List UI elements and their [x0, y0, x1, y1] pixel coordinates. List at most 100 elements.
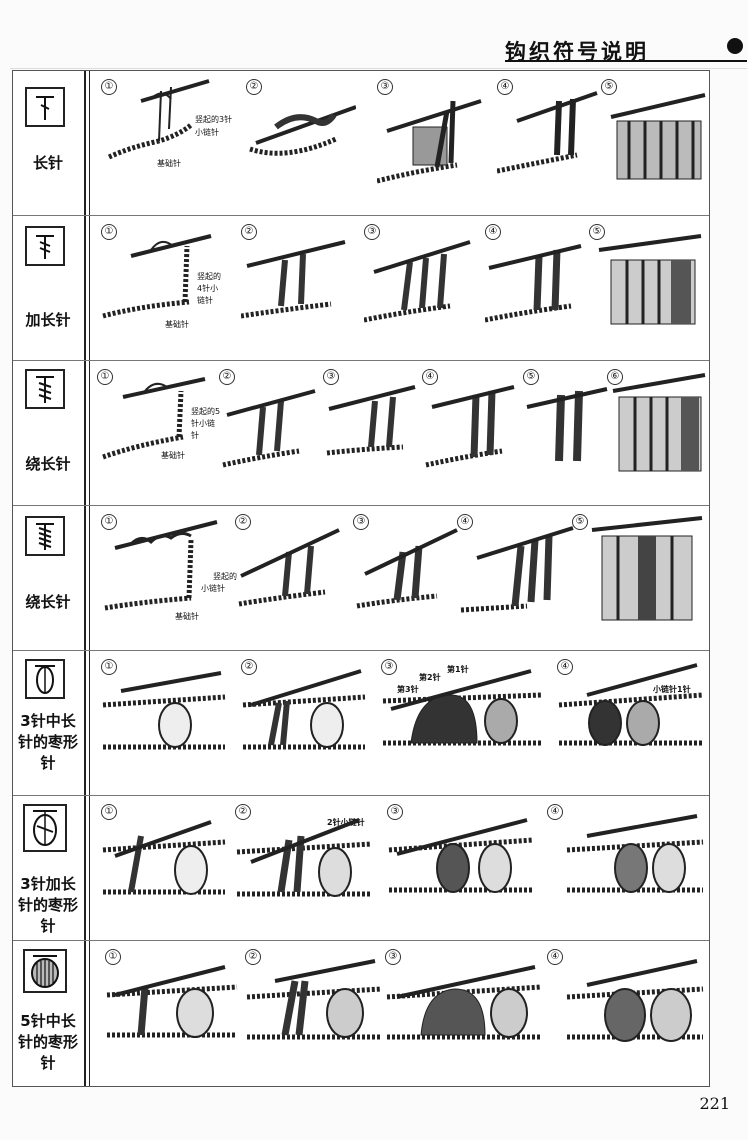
- step-3: ③: [364, 216, 474, 360]
- annotation: 小链针: [201, 584, 225, 593]
- stitch-row: 3针加长针的枣形针 ① ② 2针小链针 ③ ④: [13, 796, 709, 941]
- crochet-illustration-icon: [106, 965, 238, 1038]
- label-line: 针的枣形: [17, 733, 78, 751]
- step-3: ③: [385, 941, 545, 1086]
- step-number: ③: [364, 224, 380, 240]
- step-number: ②: [241, 224, 257, 240]
- step-number: ①: [101, 659, 117, 675]
- step-4: ④: [485, 216, 595, 360]
- step-illustrations: ① 竖起的 小链针 基础针 ② ③ ④ ⑤: [95, 506, 707, 650]
- crochet-illustration-icon: [598, 234, 702, 325]
- crochet-illustration-icon: [377, 99, 482, 184]
- puff-5-symbol-icon: [23, 949, 67, 993]
- label-line: 针的枣形: [17, 1033, 78, 1051]
- crochet-illustration-icon: [591, 516, 703, 621]
- step-number: ③: [377, 79, 393, 95]
- label-line: 针: [40, 754, 56, 772]
- puff-3-long-symbol-icon: [23, 804, 67, 852]
- step-3: ③: [387, 796, 537, 940]
- step-2: ② 2针小链针: [235, 796, 375, 940]
- label-line: 针: [40, 917, 56, 935]
- crochet-illustration-icon: [382, 669, 542, 746]
- step-4: ④: [497, 71, 607, 215]
- step-number: ④: [547, 804, 563, 820]
- crochet-illustration-icon: [425, 385, 515, 468]
- annotation: 第3针: [397, 685, 419, 694]
- step-number: ④: [457, 514, 473, 530]
- step-number: ⑥: [607, 369, 623, 385]
- label-cell: 加长针: [13, 216, 83, 360]
- step-number: ④: [557, 659, 573, 675]
- crochet-illustration-icon: [222, 389, 316, 468]
- annotation: 针: [191, 431, 199, 440]
- stitch-row: 长针 ① 竖起的3针 小链针 基础针 ② ③ ④ ⑤: [13, 71, 709, 216]
- step-number: ③: [381, 659, 397, 675]
- step-1: ①: [101, 651, 231, 795]
- label-line: 3针加长: [20, 875, 76, 893]
- treble-crochet-symbol-icon: [25, 87, 65, 127]
- crochet-illustration-icon: [388, 818, 534, 893]
- step-number: ⑤: [523, 369, 539, 385]
- crochet-illustration-icon: [242, 669, 366, 750]
- crochet-illustration-icon: [356, 528, 458, 609]
- crochet-illustration-icon: [102, 820, 226, 895]
- annotation: 小链针: [195, 128, 219, 137]
- step-number: ①: [97, 369, 113, 385]
- page-header: 钩织符号说明: [505, 30, 747, 66]
- crochet-illustration-icon: [526, 387, 608, 462]
- crochet-illustration-icon: [249, 105, 356, 156]
- stitch-row: 5针中长针的枣形针 ① ② ③ ④: [13, 941, 709, 1086]
- step-number: ①: [105, 949, 121, 965]
- step-6: ⑥: [607, 361, 707, 505]
- stitch-name: 3针加长针的枣形针: [13, 874, 83, 937]
- step-number: ③: [385, 949, 401, 965]
- top-divider: [10, 68, 747, 69]
- step-number: ③: [353, 514, 369, 530]
- step-1: ① 竖起的3针 小链针 基础针: [101, 71, 232, 215]
- annotation: 2针小链针: [327, 818, 365, 827]
- annotation: 竖起的5: [191, 407, 221, 416]
- crochet-illustration-icon: [485, 244, 582, 323]
- stitch-table: 长针 ① 竖起的3针 小链针 基础针 ② ③ ④ ⑤: [12, 70, 710, 1087]
- label-line: 5针中长: [20, 1012, 76, 1030]
- step-number: ⑤: [601, 79, 617, 95]
- step-illustrations: ① ② 2针小链针 ③ ④: [95, 796, 707, 940]
- label-cell: 长针: [13, 71, 83, 215]
- stitch-name: 3针中长针的枣形针: [13, 711, 83, 774]
- step-4: ④: [422, 361, 520, 505]
- step-3: ③: [353, 506, 463, 650]
- step-illustrations: ① ② ③ 第3针 第2针 第1针 ④ 小链针1针: [95, 651, 707, 795]
- puff-3-symbol-icon: [25, 659, 65, 699]
- annotation: 第1针: [447, 665, 469, 674]
- crochet-illustration-icon: [104, 520, 218, 611]
- stitch-name: 绕长针: [25, 455, 71, 473]
- label-cell: 绕长针: [13, 361, 83, 505]
- step-5: ⑤: [523, 361, 611, 505]
- crochet-illustration-icon: [612, 373, 706, 472]
- step-number: ②: [235, 804, 251, 820]
- label-line: 针: [40, 1054, 56, 1072]
- step-number: ①: [101, 514, 117, 530]
- bullet-dot-icon: [727, 38, 743, 54]
- step-number: ⑤: [572, 514, 588, 530]
- step-number: ③: [387, 804, 403, 820]
- stitch-row: 加长针 ① 竖起的 4针小 链针 基础针 ② ③ ④: [13, 216, 709, 361]
- stitch-name: 加长针: [25, 311, 71, 329]
- annotation: 链针: [197, 296, 213, 305]
- crochet-illustration-icon: [558, 663, 704, 746]
- annotation: 基础针: [157, 159, 181, 168]
- crochet-illustration-icon: [246, 959, 382, 1040]
- label-cell: 绕长针: [13, 506, 83, 650]
- header-rule: [505, 60, 747, 62]
- step-number: ③: [323, 369, 339, 385]
- step-3: ③: [323, 361, 419, 505]
- crochet-illustration-icon: [326, 385, 416, 456]
- step-4: ④: [457, 506, 577, 650]
- step-number: ④: [497, 79, 513, 95]
- step-2: ②: [241, 216, 351, 360]
- crochet-illustration-icon: [236, 818, 372, 897]
- step-number: ①: [101, 79, 117, 95]
- crochet-illustration-icon: [102, 671, 226, 750]
- crochet-illustration-icon: [386, 965, 542, 1040]
- crochet-illustration-icon: [497, 91, 598, 174]
